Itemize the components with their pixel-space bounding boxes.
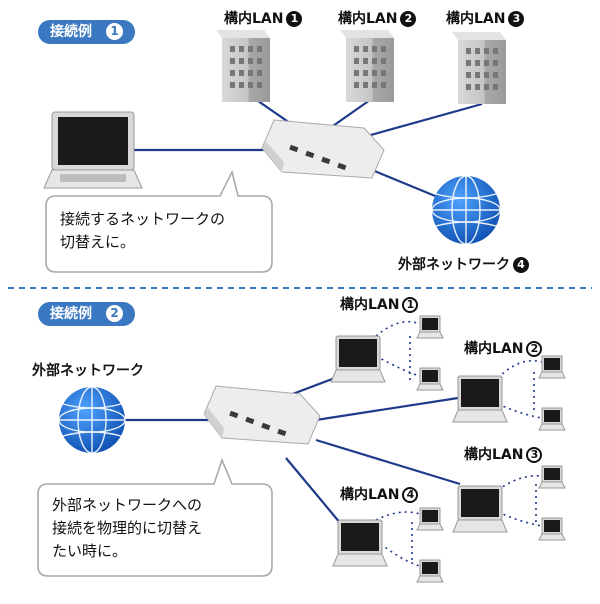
lan-number: 3 — [508, 11, 525, 27]
external-network-label: 外部ネットワーク — [32, 360, 144, 380]
example-1-badge: 接続例 1 — [38, 20, 135, 44]
laptop-icon — [43, 111, 143, 189]
lan-label-text: 構内LAN — [224, 11, 284, 27]
cable-lan2-to-switch — [329, 99, 371, 129]
lan-number: 1 — [402, 297, 419, 313]
lan-label-text: 構内LAN — [446, 11, 506, 27]
laptop-icon — [416, 507, 444, 531]
lan-number: 1 — [286, 11, 303, 27]
callout-1-text: 接続するネットワークの 切替えに。 — [60, 208, 225, 254]
building-icon — [340, 30, 394, 102]
lan-number: 3 — [526, 447, 543, 463]
laptop-icon — [452, 375, 508, 423]
lan-label-text: 構内LAN — [464, 341, 524, 357]
lan-number: 4 — [402, 487, 419, 503]
external-label-text: 外部ネットワーク — [32, 363, 144, 379]
lan-label-text: 構内LAN — [464, 447, 524, 463]
cable-switch-to-lan3 — [315, 438, 461, 486]
lan-label-text: 構内LAN — [338, 11, 398, 27]
laptop-icon — [332, 519, 388, 567]
lan-links — [375, 320, 543, 567]
badge-number: 2 — [106, 305, 123, 322]
building-icon — [452, 32, 506, 104]
laptop-icon — [452, 485, 508, 533]
lan-label-text: 構内LAN — [340, 297, 400, 313]
cable-switch-to-external — [371, 168, 441, 200]
callout-bubble — [45, 169, 273, 273]
external-label-text: 外部ネットワーク — [398, 257, 510, 273]
laptop-icon — [330, 335, 386, 383]
lan-label-text: 構内LAN — [340, 487, 400, 503]
callout-line: 外部ネットワークへの — [52, 496, 203, 514]
lan-number: 2 — [400, 11, 417, 27]
callout-line: 接続を物理的に切替え — [52, 519, 203, 537]
lan-number: 2 — [526, 341, 543, 357]
globe-icon — [431, 175, 501, 245]
callout-line: たい時に。 — [52, 542, 128, 560]
external-number: 4 — [513, 257, 529, 273]
badge-number: 1 — [106, 23, 123, 40]
laptop-icon — [416, 367, 444, 391]
switch-box-icon — [203, 385, 321, 445]
callout-line: 切替えに。 — [60, 233, 136, 251]
callout-2-text: 外部ネットワークへの 接続を物理的に切替え たい時に。 — [52, 494, 202, 563]
globe-icon — [58, 386, 126, 454]
callout-line: 接続するネットワークの — [60, 210, 226, 228]
callout-bubble — [37, 457, 273, 577]
laptop-icon — [538, 465, 566, 489]
laptop-icon — [538, 355, 566, 379]
laptop-icon — [416, 315, 444, 339]
badge-label: 接続例 — [50, 24, 92, 40]
switch-box-icon — [261, 119, 385, 179]
example-2-badge: 接続例 2 — [38, 302, 135, 326]
laptop-icon — [416, 559, 444, 583]
building-icon — [216, 30, 270, 102]
cable-lan3-to-switch — [359, 102, 483, 140]
laptop-icon — [538, 407, 566, 431]
cable-switch-to-lan4 — [285, 457, 347, 531]
badge-label: 接続例 — [50, 306, 92, 322]
cable-switch-to-lan2 — [315, 396, 459, 422]
laptop-icon — [538, 517, 566, 541]
